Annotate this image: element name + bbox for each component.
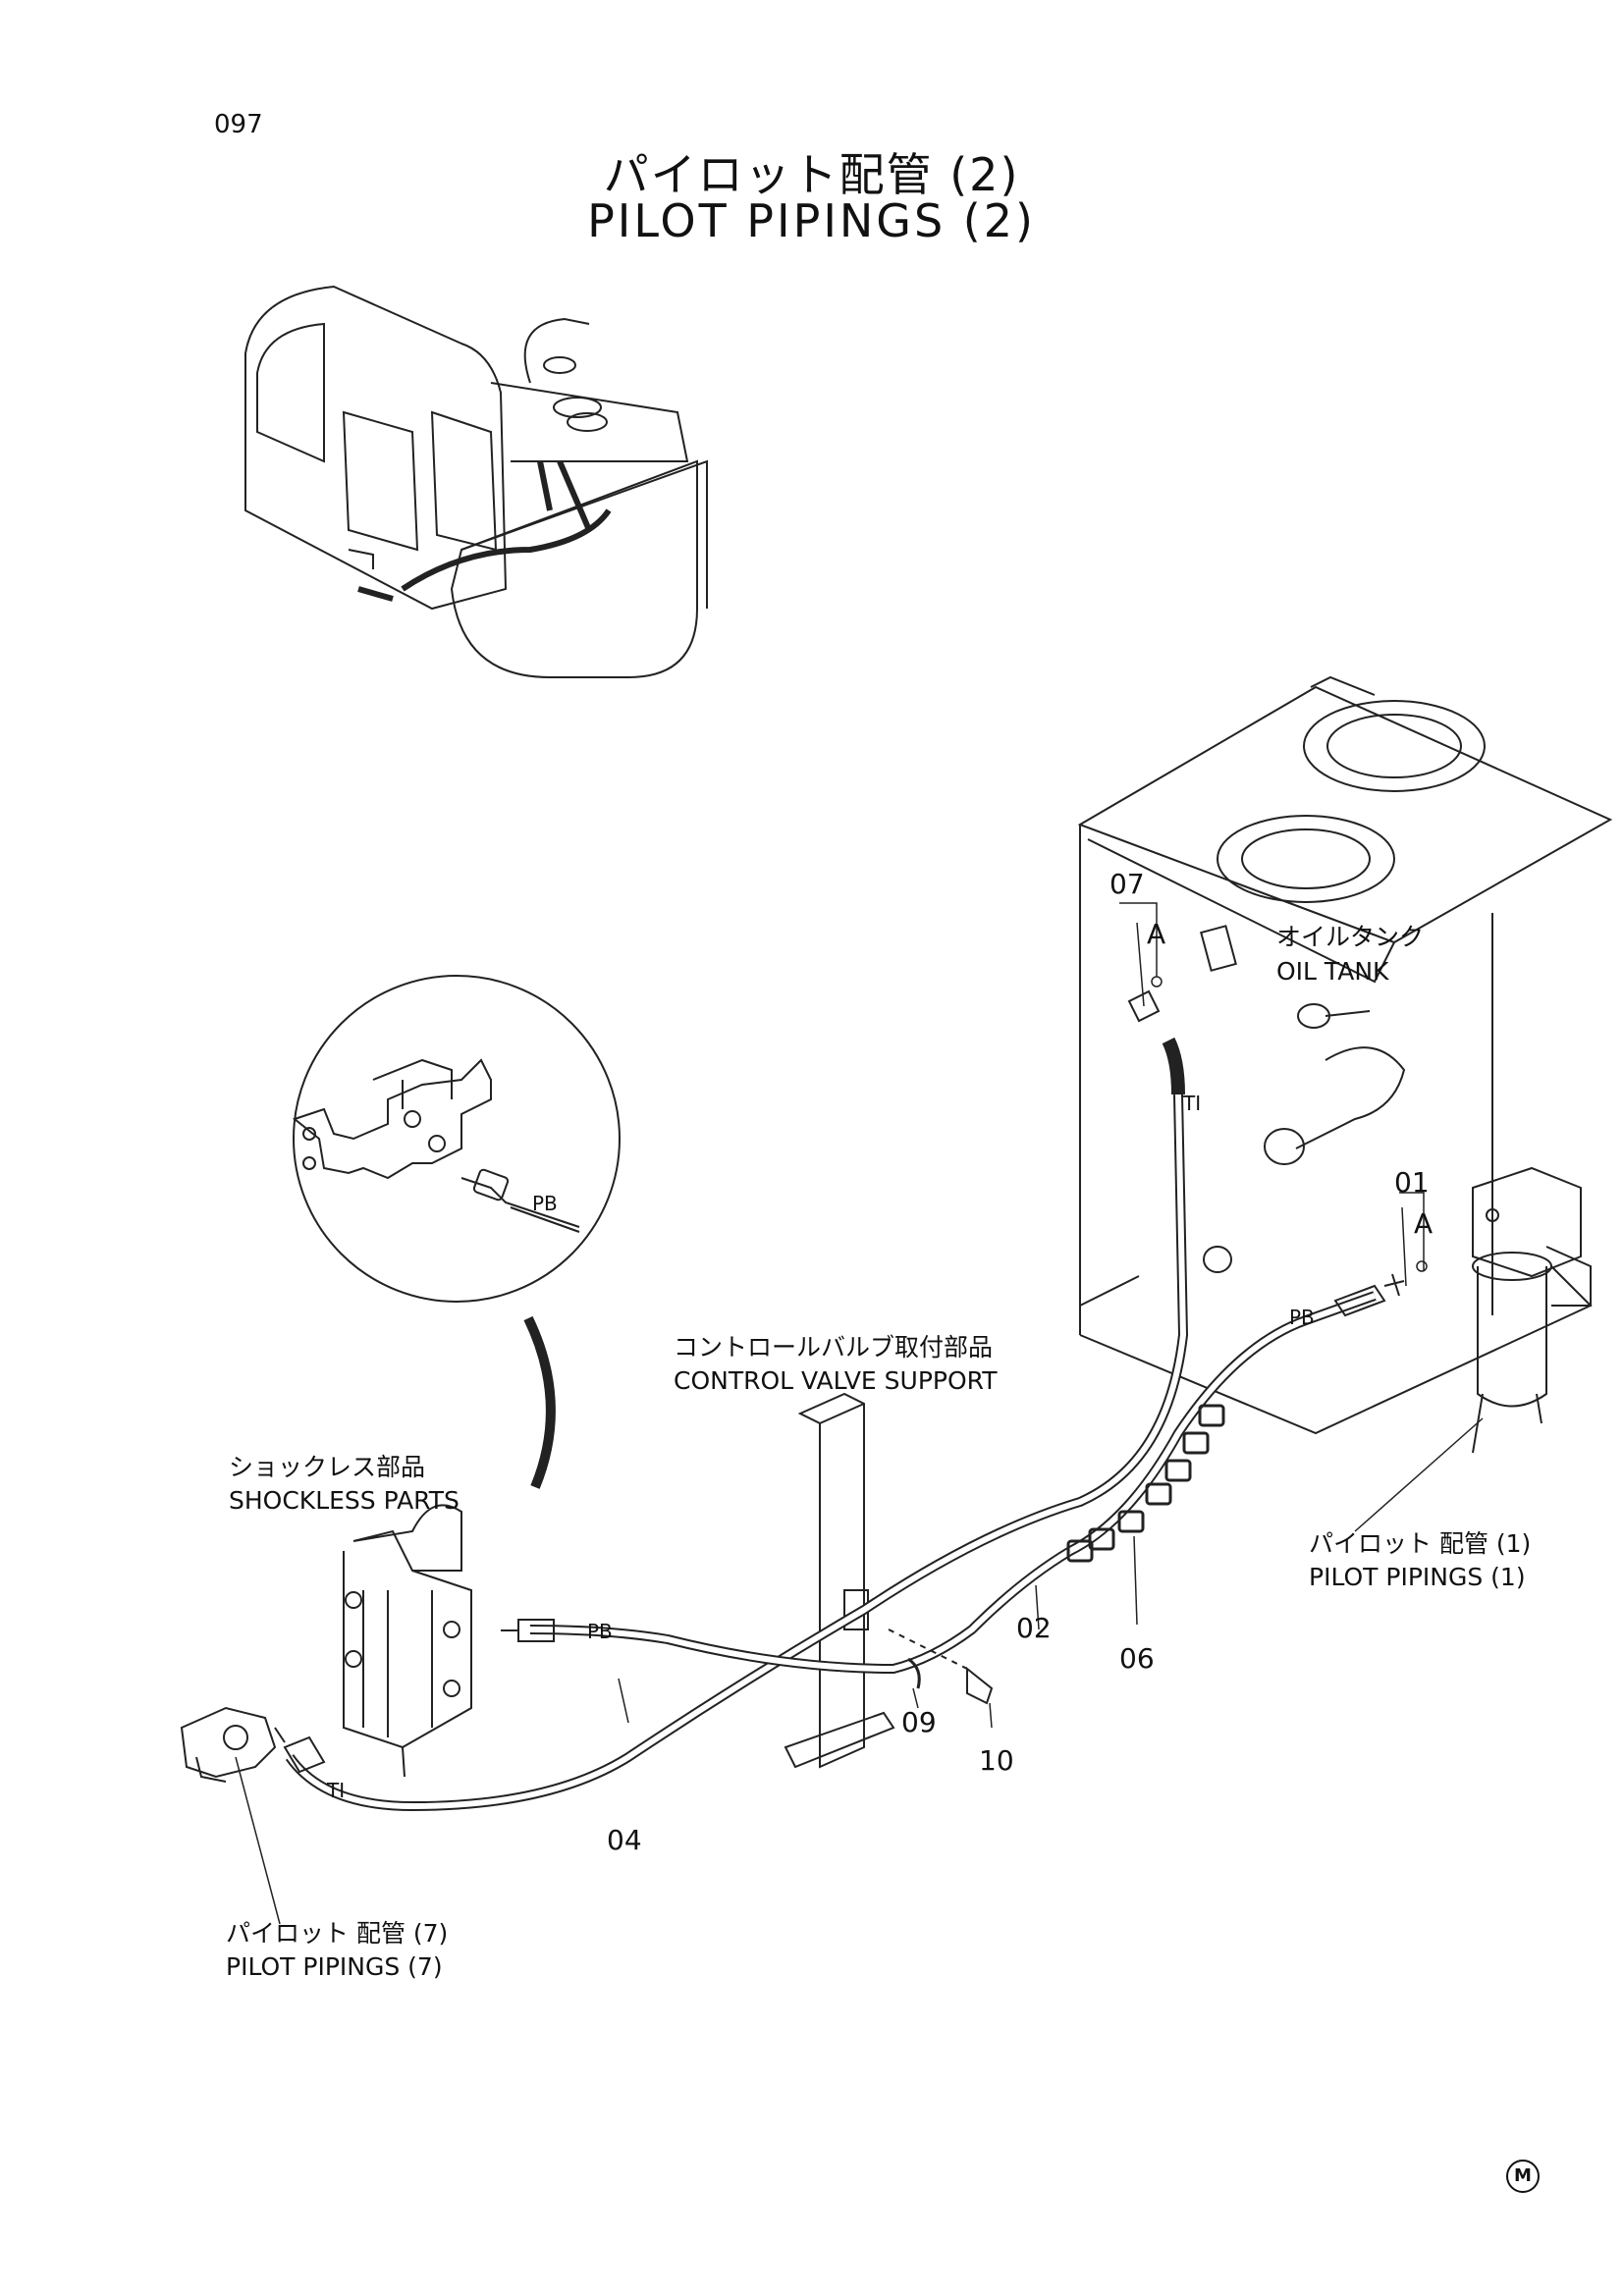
callout-02: 02 <box>1016 1612 1052 1644</box>
port-mark-pb-detail: PB <box>532 1192 558 1215</box>
detail-a-upper: A <box>1147 918 1166 950</box>
callout-04: 04 <box>607 1824 642 1856</box>
port-mark-pb-valve: PB <box>587 1620 613 1643</box>
title-english: PILOT PIPINGS (2) <box>587 194 1036 247</box>
port-mark-ti-lower: TI <box>327 1779 346 1802</box>
shockless-parts-label-jp: ショックレス部品 <box>229 1453 426 1481</box>
pilot-pipings-1-label-en: PILOT PIPINGS (1) <box>1309 1563 1526 1591</box>
detail-leader-curve <box>523 1315 556 1489</box>
detail-a-lower: A <box>1414 1207 1434 1240</box>
port-mark-pb-tank: PB <box>1289 1306 1315 1329</box>
hose-04 <box>285 1094 1189 1812</box>
control-valve-support-label-en: CONTROL VALVE SUPPORT <box>674 1366 998 1395</box>
control-valve-support-label-jp: コントロールバルブ取付部品 <box>674 1333 994 1362</box>
excavator-overview-illustration <box>244 285 708 678</box>
pilot-valve-7-illustration <box>180 1706 286 1783</box>
pilot-pipings-7-label-en: PILOT PIPINGS (7) <box>226 1952 443 1981</box>
callout-07: 07 <box>1109 868 1145 900</box>
port-mark-ti-tank: TI <box>1183 1092 1202 1115</box>
callout-01: 01 <box>1394 1166 1430 1199</box>
clamp-09 <box>907 1657 921 1689</box>
oil-tank-illustration <box>1077 675 1613 1435</box>
callout-10: 10 <box>979 1744 1014 1777</box>
title-japanese: パイロット配管 (2) <box>603 148 1020 201</box>
tank-elbow-fitting <box>1162 1037 1185 1095</box>
shockless-parts-label-en: SHOCKLESS PARTS <box>229 1486 460 1515</box>
shockless-detail-circle <box>292 975 621 1303</box>
pilot-filter-illustration <box>1472 1166 1592 1454</box>
pilot-pipings-1-label-jp: パイロット 配管 (1) <box>1309 1529 1532 1558</box>
bolt-10 <box>966 1666 994 1705</box>
shockless-valve-illustration <box>343 1504 472 1778</box>
callout-06: 06 <box>1119 1642 1155 1675</box>
control-valve-support-illustration <box>784 1392 895 1769</box>
oil-tank-label-jp: オイルタンク <box>1276 923 1425 951</box>
circled-m-mark: M <box>1506 2160 1540 2193</box>
callout-09: 09 <box>901 1706 937 1738</box>
page-number: 097 <box>214 110 263 139</box>
oil-tank-label-en: OIL TANK <box>1276 957 1389 986</box>
pilot-pipings-7-label-jp: パイロット 配管 (7) <box>226 1919 449 1948</box>
